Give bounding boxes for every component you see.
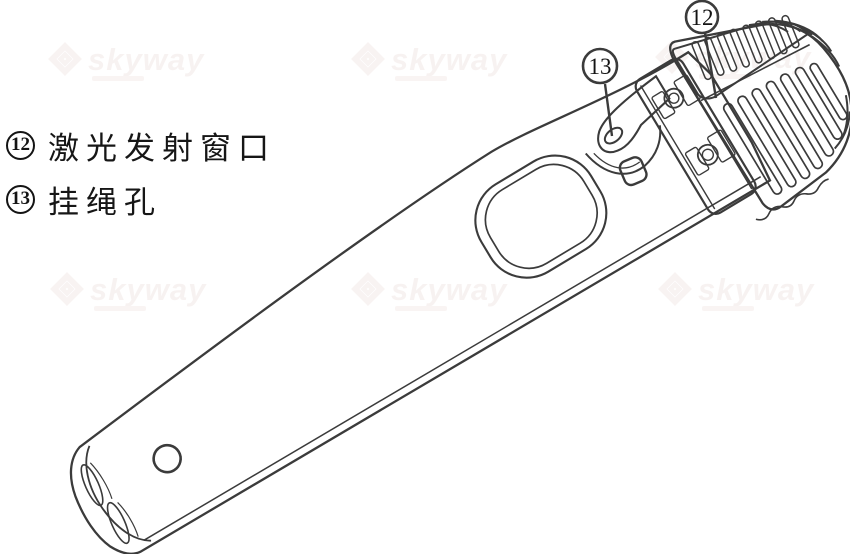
lanyard-tab	[597, 74, 671, 154]
lanyard-hole	[603, 126, 624, 145]
neck-recess-curve	[584, 125, 662, 175]
legend-number-13: 13	[6, 184, 35, 214]
callout-12-number: 12	[691, 5, 714, 30]
legend-item-laser-window: 12 激光发射窗口	[6, 118, 276, 172]
neck-recess-inner	[593, 152, 641, 169]
tail-cap	[80, 445, 152, 545]
side-knob	[618, 156, 648, 187]
callout-12-leader	[703, 32, 718, 99]
callout-12-circle	[684, 0, 720, 35]
clamp-right-seam	[674, 61, 753, 190]
tip-wrap-ribs	[748, 19, 850, 150]
thumbscrew-lower	[684, 129, 736, 176]
body-bottom-seam	[143, 176, 762, 541]
legend-label-lanyard-hole: 挂绳孔	[48, 184, 162, 220]
callout-13-circle	[581, 47, 619, 85]
legend-label-laser-window: 激光发射窗口	[48, 130, 276, 166]
lanyard-area	[584, 74, 671, 187]
head-section	[669, 14, 850, 221]
head-scalloped-edge	[755, 178, 829, 221]
legend: 12 激光发射窗口 13 挂绳孔	[6, 118, 276, 226]
legend-number-12: 12	[6, 130, 35, 160]
callout-13-number: 13	[589, 54, 612, 79]
callouts: 12 13	[581, 0, 720, 137]
display-window	[474, 154, 608, 279]
clamp-band	[634, 57, 757, 215]
head-top-ribs	[691, 14, 800, 81]
legend-item-lanyard-hole: 13 挂绳孔	[6, 172, 276, 226]
head-front-slots	[722, 62, 848, 195]
grip-groove	[106, 501, 130, 545]
callout-13-leader	[603, 83, 614, 137]
clamp-left-seam	[639, 85, 716, 210]
grip-groove	[80, 464, 104, 507]
power-button	[152, 443, 182, 474]
head-face-seam	[700, 43, 811, 102]
clamp-outline	[634, 57, 757, 215]
device-body	[69, 50, 772, 554]
